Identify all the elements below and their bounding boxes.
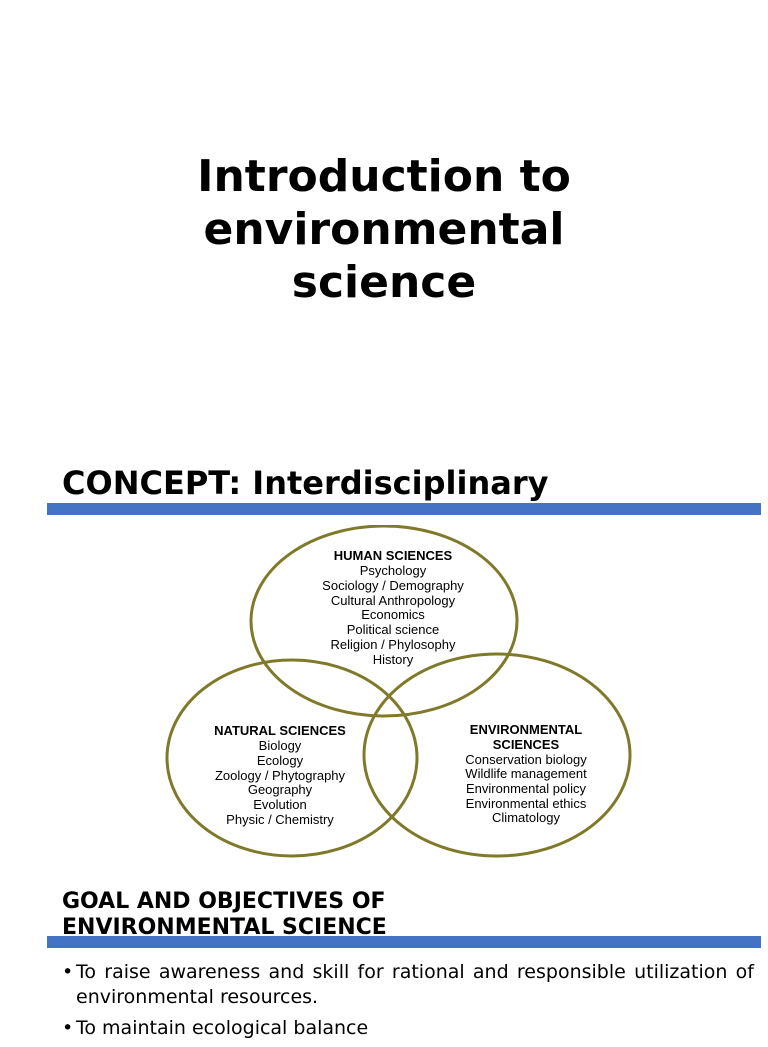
natural-sciences-item: Ecology bbox=[257, 753, 304, 768]
heading-rule bbox=[47, 936, 761, 948]
heading-rule bbox=[47, 503, 761, 515]
natural-sciences-item: Biology bbox=[259, 738, 302, 753]
human-sciences-item: Economics bbox=[361, 607, 425, 622]
presentation-title: Introduction to environmental science bbox=[100, 150, 668, 309]
bullet-text: To raise awareness and skill for rationa… bbox=[76, 961, 754, 1008]
human-sciences-item: History bbox=[373, 652, 414, 667]
natural-sciences-heading: NATURAL SCIENCES bbox=[214, 723, 346, 738]
bullet-item: • To maintain ecological balance bbox=[62, 1016, 754, 1041]
environmental-sciences-item: Conservation biology bbox=[465, 752, 587, 767]
title-slide: Introduction to environmental science bbox=[0, 0, 768, 440]
human-sciences-item: Sociology / Demography bbox=[322, 578, 464, 593]
human-sciences-item: Religion / Phylosophy bbox=[330, 637, 456, 652]
goals-heading: GOAL AND OBJECTIVES OF ENVIRONMENTAL SCI… bbox=[62, 889, 752, 938]
bullet-icon: • bbox=[62, 961, 74, 983]
bullet-icon: • bbox=[62, 1017, 74, 1039]
natural-sciences-item: Evolution bbox=[253, 797, 306, 812]
human-sciences-item: Psychology bbox=[360, 563, 427, 578]
environmental-sciences-item: Climatology bbox=[492, 810, 560, 825]
goals-heading-line: ENVIRONMENTAL SCIENCE bbox=[62, 915, 387, 938]
venn-diagram: HUMAN SCIENCES Psychology Sociology / De… bbox=[165, 525, 632, 858]
natural-sciences-item: Zoology / Phytography bbox=[215, 768, 346, 783]
environmental-sciences-item: Environmental ethics bbox=[466, 796, 587, 811]
human-sciences-circle bbox=[249, 525, 519, 718]
goals-bullet-list: • To raise awareness and skill for ratio… bbox=[62, 960, 754, 1047]
human-sciences-item: Political science bbox=[347, 622, 440, 637]
natural-sciences-circle bbox=[165, 658, 419, 858]
bullet-text: To maintain ecological balance bbox=[76, 1017, 369, 1039]
title-line: science bbox=[291, 257, 477, 308]
title-line: environmental bbox=[203, 204, 565, 255]
environmental-sciences-item: Environmental policy bbox=[466, 781, 586, 796]
goals-heading-line: GOAL AND OBJECTIVES OF bbox=[62, 889, 386, 914]
title-line: Introduction to bbox=[197, 151, 571, 202]
environmental-sciences-heading: SCIENCES bbox=[493, 737, 560, 752]
bullet-item: • To raise awareness and skill for ratio… bbox=[62, 960, 754, 1010]
human-sciences-item: Cultural Anthropology bbox=[331, 593, 456, 608]
human-sciences-heading: HUMAN SCIENCES bbox=[334, 548, 453, 563]
natural-sciences-item: Physic / Chemistry bbox=[226, 812, 334, 827]
natural-sciences-item: Geography bbox=[248, 782, 313, 797]
concept-heading: CONCEPT: Interdisciplinary bbox=[62, 464, 549, 502]
environmental-sciences-circle bbox=[362, 652, 632, 858]
environmental-sciences-heading: ENVIRONMENTAL bbox=[470, 722, 582, 737]
environmental-sciences-item: Wildlife management bbox=[465, 766, 587, 781]
